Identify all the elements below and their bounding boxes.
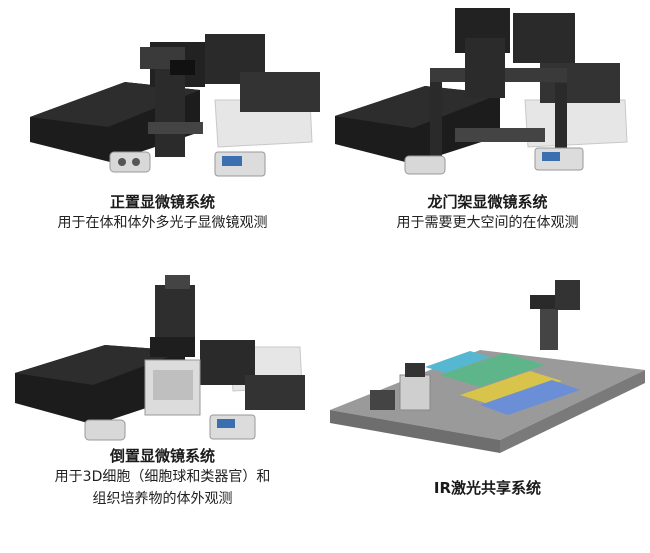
panel-description: 用于在体和体外多光子显微镜观测 xyxy=(57,215,268,231)
panel-title: 龙门架显微镜系统 xyxy=(427,193,548,211)
inverted-microscope-image xyxy=(15,275,315,447)
upright-caption: 正置显微镜系统 用于在体和体外多光子显微镜观测 xyxy=(0,192,325,234)
panel-description-line1: 用于3D细胞（细胞球和类器官）和 xyxy=(54,469,271,485)
panel-title: IR激光共享系统 xyxy=(433,479,542,497)
gantry-caption: 龙门架显微镜系统 用于需要更大空间的在体观测 xyxy=(325,192,650,234)
ir-laser-system-image xyxy=(330,275,645,465)
panel-description-line2: 组织培养物的体外观测 xyxy=(92,491,233,507)
panel-title: 正置显微镜系统 xyxy=(109,193,215,211)
panel-upright: 正置显微镜系统 用于在体和体外多光子显微镜观测 xyxy=(0,0,325,240)
upright-microscope-image xyxy=(30,12,320,180)
panel-ir-laser: IR激光共享系统 xyxy=(325,270,650,553)
panel-inverted: 倒置显微镜系统 用于3D细胞（细胞球和类器官）和 组织培养物的体外观测 xyxy=(0,270,325,553)
ir-laser-caption: IR激光共享系统 xyxy=(325,478,650,498)
panel-description: 用于需要更大空间的在体观测 xyxy=(396,215,579,231)
panel-gantry: 龙门架显微镜系统 用于需要更大空间的在体观测 xyxy=(325,0,650,240)
inverted-caption: 倒置显微镜系统 用于3D细胞（细胞球和类器官）和 组织培养物的体外观测 xyxy=(0,446,325,510)
panel-title: 倒置显微镜系统 xyxy=(109,447,215,465)
gantry-microscope-image xyxy=(335,8,635,180)
